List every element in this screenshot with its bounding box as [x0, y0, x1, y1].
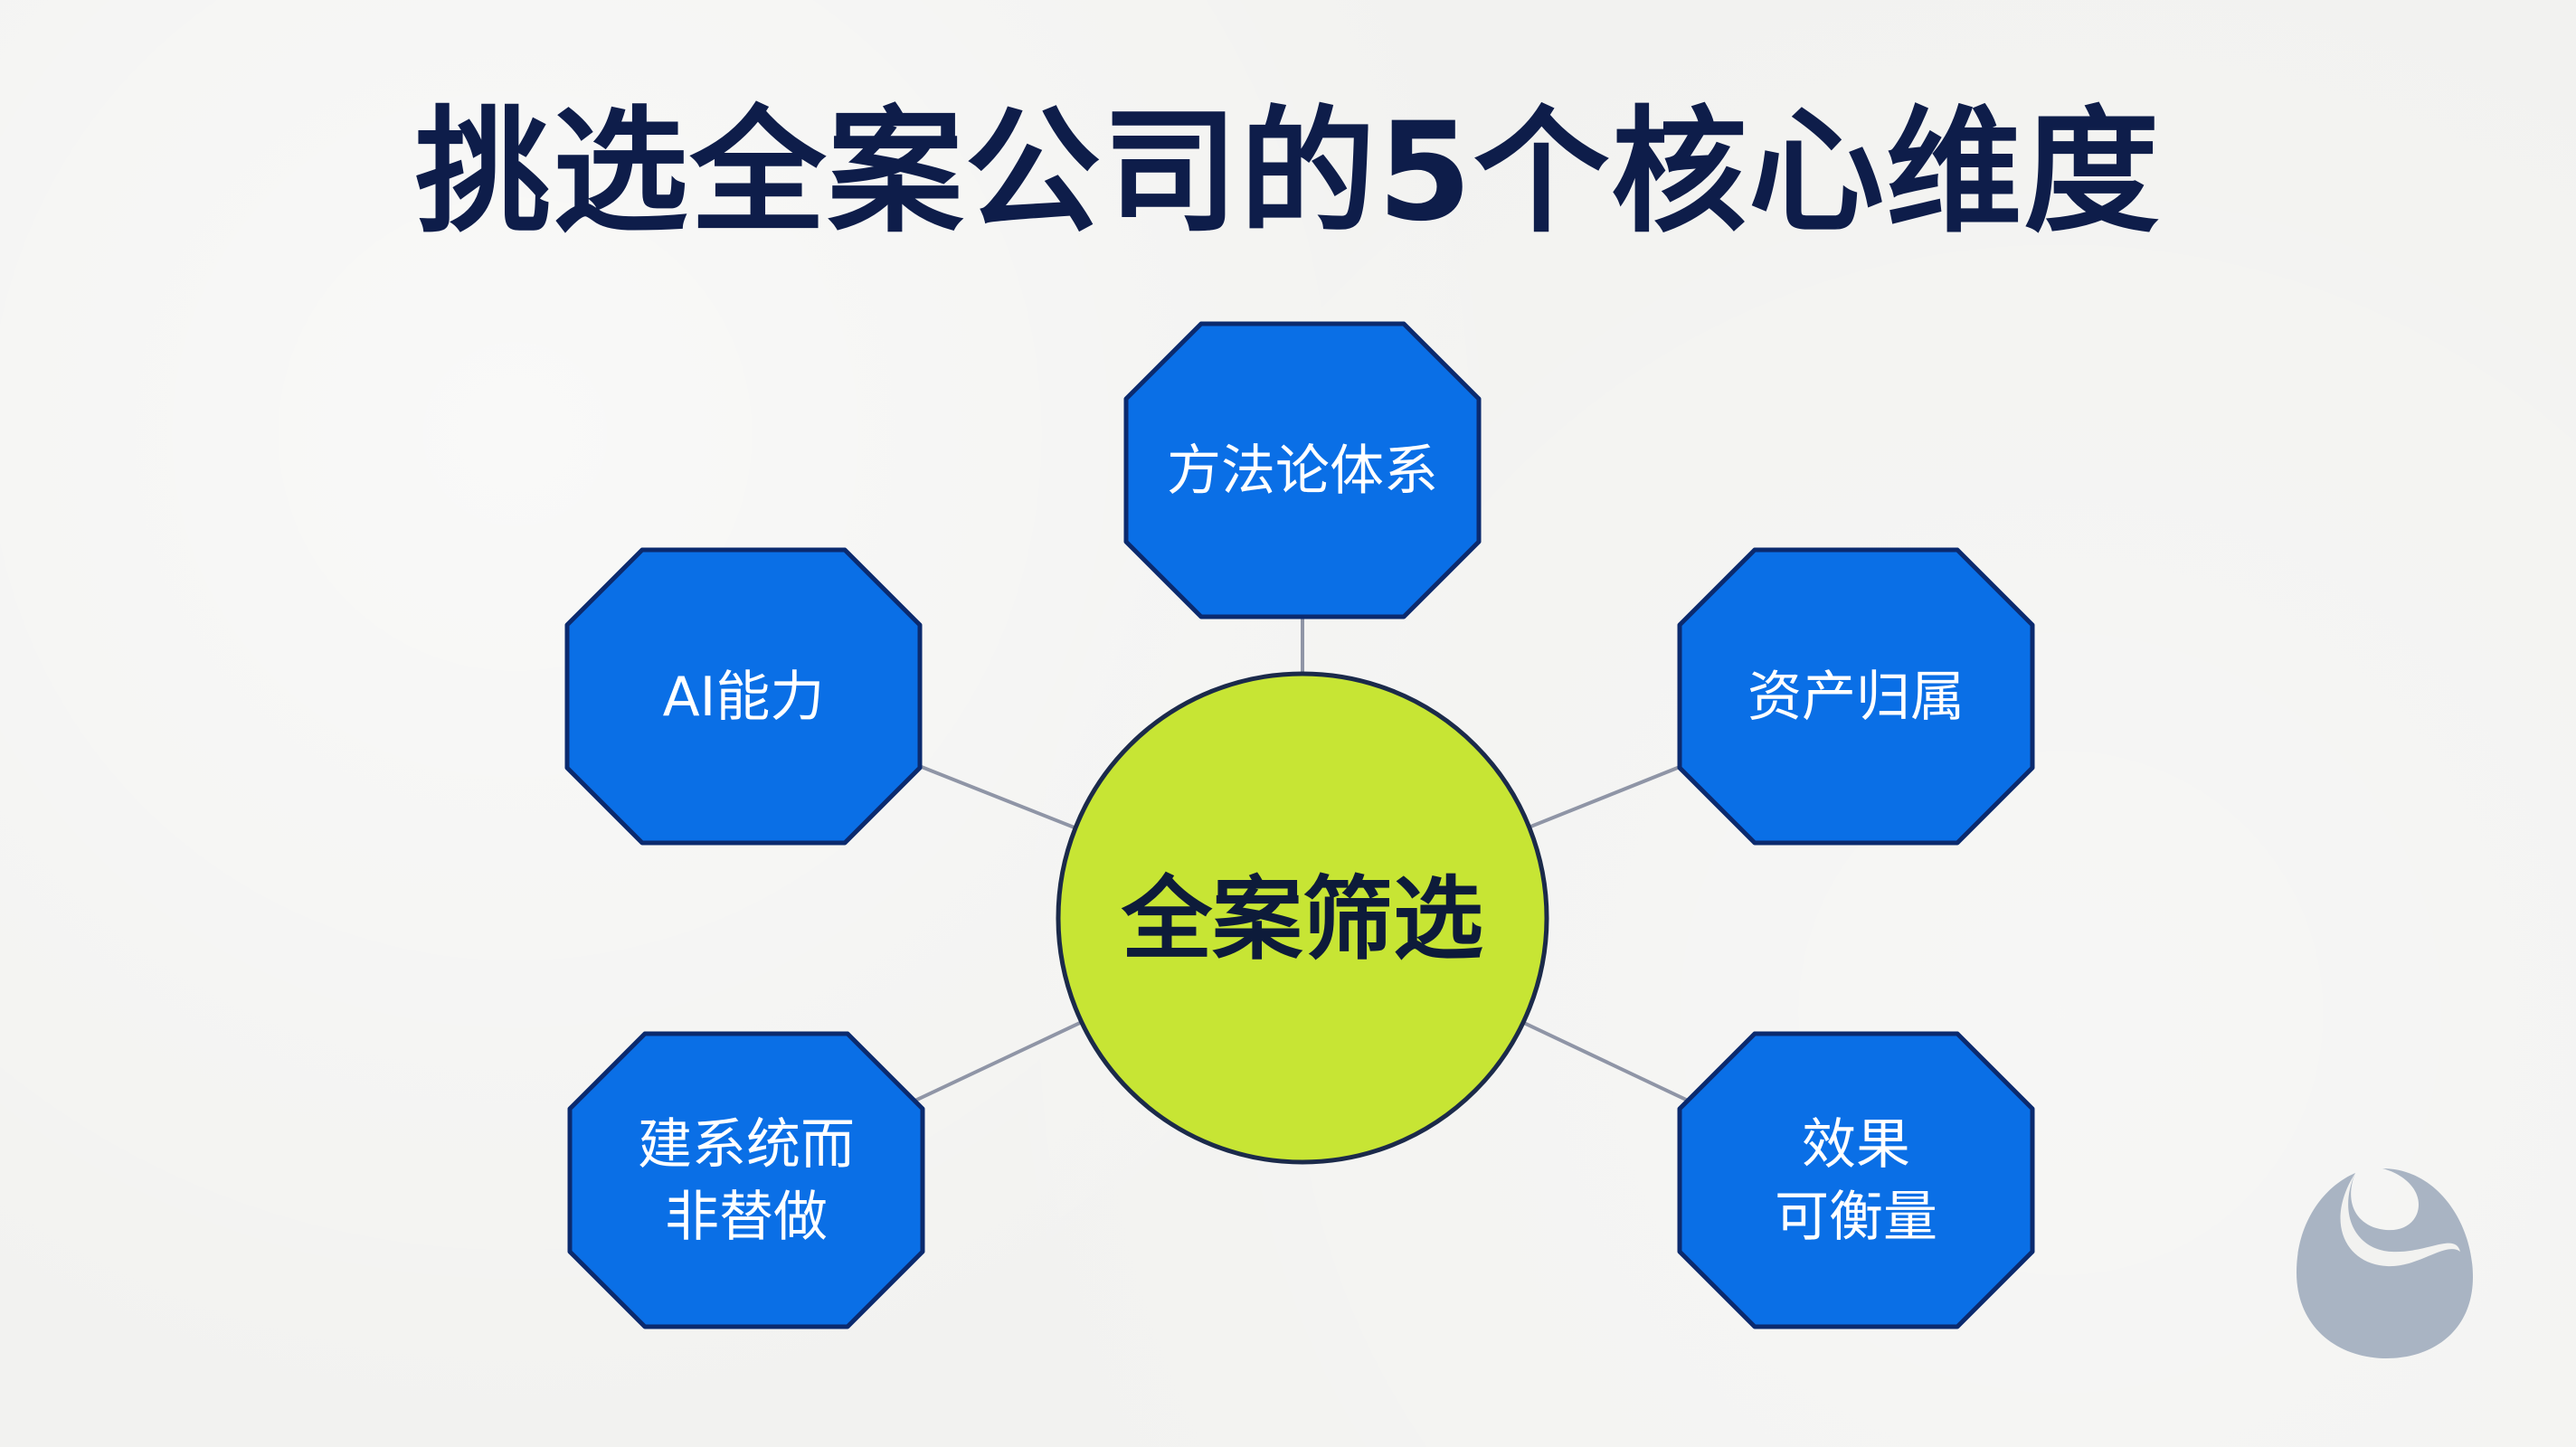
node-label-measurable-results-1: 可衡量 — [1775, 1186, 1937, 1249]
center-circle — [1056, 671, 1549, 1165]
octagon-build-system — [567, 1031, 925, 1329]
node-label-methodology-0: 方法论体系 — [1167, 440, 1438, 503]
node-methodology: 方法论体系 — [1123, 321, 1482, 619]
octagon-methodology — [1123, 321, 1482, 619]
center-label: 全案筛选 — [1121, 866, 1483, 972]
octagon-measurable-results — [1677, 1031, 2035, 1329]
node-ai-capability: AI能力 — [564, 547, 923, 846]
node-asset-ownership: 资产归属 — [1677, 547, 2035, 846]
node-label-build-system-1: 非替做 — [665, 1186, 828, 1249]
node-label-build-system-0: 建系统而 — [638, 1113, 855, 1177]
center-node: 全案筛选 — [1056, 671, 1549, 1165]
octagon-ai-capability — [564, 547, 923, 846]
node-label-asset-ownership-0: 资产归属 — [1747, 666, 1965, 729]
abstract-drop-logo-icon — [2297, 1168, 2473, 1358]
page-title: 挑选全案公司的5个核心维度 — [414, 94, 2162, 251]
node-label-measurable-results-0: 效果 — [1802, 1113, 1910, 1177]
octagon-asset-ownership — [1677, 547, 2035, 846]
node-label-ai-capability-0: AI能力 — [663, 666, 825, 729]
